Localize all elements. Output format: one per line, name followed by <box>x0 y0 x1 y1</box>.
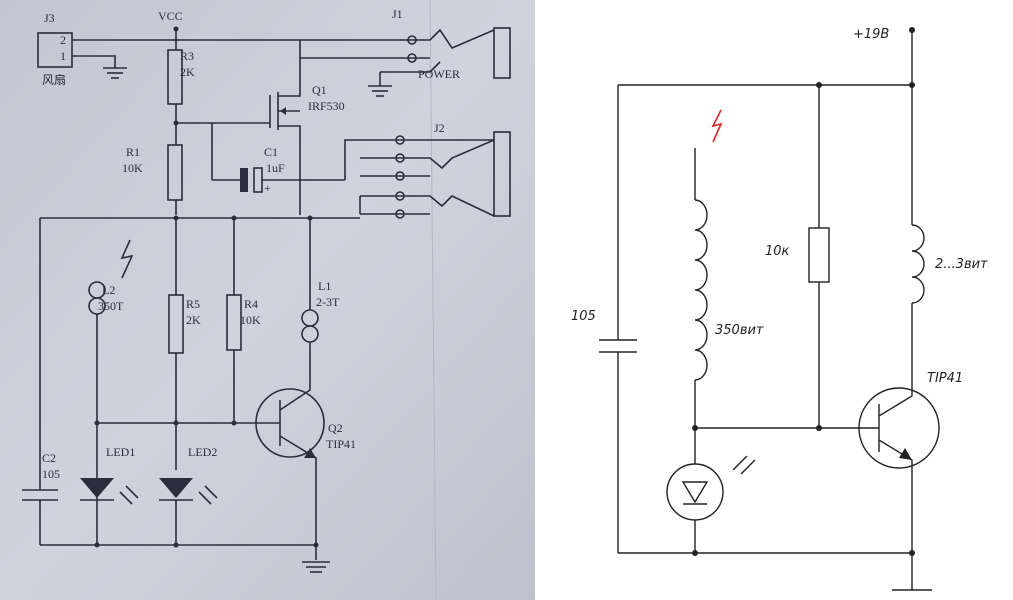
coil-small <box>911 224 925 304</box>
r5-value: 2K <box>186 313 201 327</box>
spark-icon <box>120 239 134 279</box>
coil-350-turns <box>694 199 708 381</box>
j3-pin1: 1 <box>60 49 66 63</box>
c2-capacitor <box>22 480 58 545</box>
c2-label: C2 <box>42 451 56 465</box>
r3-value: 2K <box>180 65 195 79</box>
j2-label: J2 <box>434 121 445 135</box>
j3-pin2: 2 <box>60 33 66 47</box>
coil2-turns: 350T <box>98 299 124 313</box>
c1-capacitor <box>240 167 345 193</box>
j2-audio-jack <box>344 131 511 219</box>
led-diode <box>666 455 756 521</box>
transistor-label: TIP41 <box>927 371 963 386</box>
j3-label: J3 <box>44 11 55 25</box>
q2-part: TIP41 <box>326 437 356 451</box>
transistor-tip41 <box>858 387 940 553</box>
led1-diode <box>80 478 139 505</box>
r1-value: 10K <box>122 161 143 175</box>
coil-small-label: 2...3вит <box>935 257 988 272</box>
clean-schematic-drawing: +19В 105 350вит <box>571 27 988 591</box>
coil2-label: L2 <box>102 283 115 297</box>
r4-value: 10K <box>240 313 261 327</box>
supply-label: +19В <box>853 27 889 42</box>
j1-label: J1 <box>392 7 403 21</box>
r1-resistor <box>167 144 183 201</box>
r1-label: R1 <box>126 145 140 159</box>
vcc-label: VCC <box>158 9 183 23</box>
j1-power-jack <box>300 27 511 79</box>
coil-large-label: 350вит <box>715 323 764 338</box>
q1-mosfet <box>269 40 301 215</box>
paper-fold <box>429 0 437 600</box>
c1-value: 1uF <box>266 161 285 175</box>
spark-icon <box>711 109 723 143</box>
ground-symbol-j1 <box>368 85 392 97</box>
led2-label: LED2 <box>188 445 217 459</box>
r5-label: R5 <box>186 297 200 311</box>
l1-label: L1 <box>318 279 331 293</box>
c1-label: C1 <box>264 145 278 159</box>
capacitor-105 <box>599 339 637 353</box>
resistor-label: 10к <box>765 244 790 259</box>
c2-value: 105 <box>42 467 60 481</box>
wire-j3-ground <box>72 55 116 68</box>
clean-schematic: +19В 105 350вит <box>535 0 1013 600</box>
c1-plus: + <box>264 181 271 195</box>
photo-schematic: J3 2 1 风扇 VCC R3 2K J1 <box>0 0 535 600</box>
led1-label: LED1 <box>106 445 135 459</box>
r4-label: R4 <box>244 297 258 311</box>
l1-coil <box>301 309 319 385</box>
resistor-10k <box>808 227 830 283</box>
ground-symbol-main <box>302 561 330 573</box>
l1-turns: 2-3T <box>316 295 340 309</box>
r3-label: R3 <box>180 49 194 63</box>
ground-symbol-j3 <box>103 67 127 79</box>
q2-label: Q2 <box>328 421 343 435</box>
photo-schematic-drawing: J3 2 1 风扇 VCC R3 2K J1 <box>0 0 535 600</box>
j3-connector <box>37 32 73 68</box>
capacitor-label: 105 <box>571 309 596 324</box>
q1-label: Q1 <box>312 83 327 97</box>
r3-resistor <box>167 49 183 105</box>
coil-350t <box>88 281 106 545</box>
q2-transistor <box>234 385 325 560</box>
q1-part: IRF530 <box>308 99 345 113</box>
paper-background <box>0 0 535 600</box>
power-label: POWER <box>418 67 460 81</box>
j3-caption: 风扇 <box>42 72 66 87</box>
